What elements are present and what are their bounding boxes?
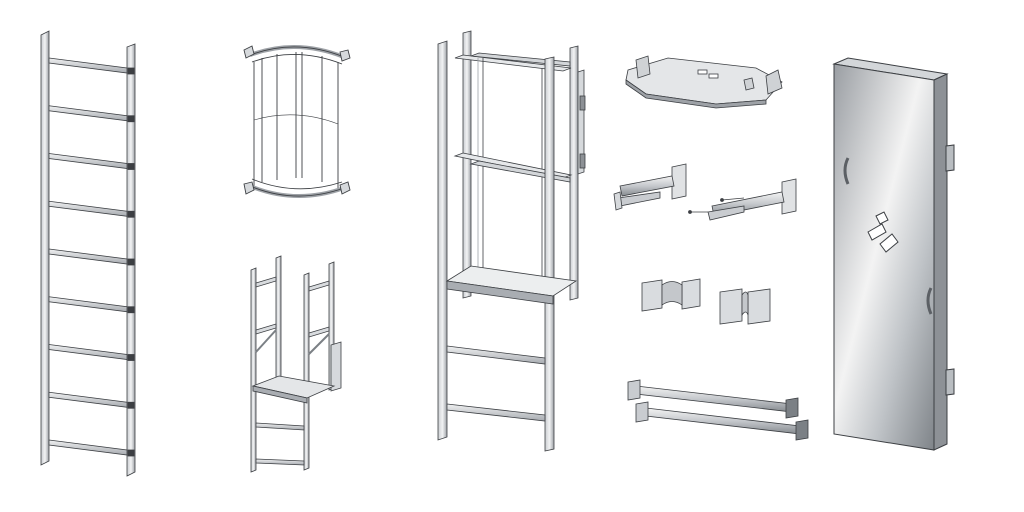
rung-bolt — [127, 67, 135, 75]
ladder-rung — [48, 248, 128, 265]
ladder-rung — [48, 391, 128, 408]
clamp-plates — [641, 278, 771, 325]
rung-bolt — [127, 258, 135, 266]
ladder-rung — [48, 344, 128, 360]
rung-bolt — [127, 306, 135, 314]
door-logo-icon — [867, 211, 899, 253]
ladder-rung — [48, 57, 128, 74]
rung-bolt — [127, 449, 135, 457]
ladder-with-rest-platform — [437, 30, 586, 452]
hatch-cover-plate — [625, 55, 783, 109]
ladder-rung — [48, 200, 128, 217]
ladder-rung — [48, 153, 128, 169]
rung-bolt — [127, 354, 135, 361]
ladder-rung — [48, 439, 128, 456]
ladder-exit-platform-small — [250, 255, 342, 473]
wall-mounting-brackets — [613, 163, 797, 221]
tension-struts — [627, 379, 809, 441]
rung-bolt — [127, 401, 135, 409]
safety-cage-hoop — [243, 45, 351, 198]
rung-bolt — [127, 210, 135, 218]
rung-bolt — [127, 115, 135, 123]
ladder-rung — [48, 296, 128, 313]
anti-climb-door — [832, 57, 955, 451]
straight-ladder-section — [40, 30, 136, 477]
rung-bolt — [127, 163, 135, 170]
ladder-rung — [48, 105, 128, 122]
